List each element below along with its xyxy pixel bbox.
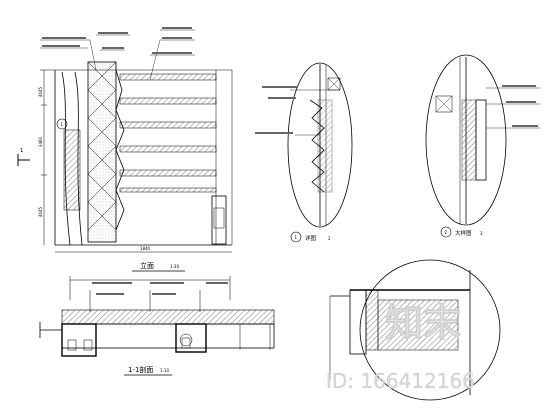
- detail-a-callout: [290, 231, 302, 243]
- detail-b-note-3: [512, 125, 538, 127]
- section-marker-label: 1: [20, 148, 24, 154]
- elevation-view: 4045 3460 4045 1840 1 1 立面 1:30: [17, 27, 233, 272]
- detail-b-view: 2 大样图 3: [425, 54, 540, 238]
- detail-a-note-2: [268, 97, 296, 99]
- elevation-leader-notes: [42, 27, 192, 54]
- detail-b-title: 大样图: [455, 229, 472, 237]
- section-note-4: [152, 293, 176, 295]
- detail-b-note-2: [506, 101, 536, 103]
- detail-a-note-3: [255, 132, 293, 134]
- elevation-title: 立面: [140, 261, 154, 270]
- section-title: 1-1剖面: [128, 365, 153, 374]
- dim-lower: 4045: [38, 206, 43, 217]
- elevation-scale: 1:30: [170, 264, 179, 269]
- watermark-id-text: ID: 166412166: [326, 369, 475, 393]
- detail-b-scale: 3: [480, 231, 483, 236]
- detail-b-callout: [440, 226, 452, 238]
- section-note-5: [206, 282, 228, 284]
- section-marker-left: 1: [17, 148, 30, 166]
- elevation-leaders: [40, 29, 195, 81]
- horizontal-slats: [119, 73, 217, 193]
- detail-b-callout-number: 2: [445, 230, 448, 235]
- enlarged-detail-view: [329, 259, 501, 401]
- elevation-dimensions: 4045 3460 4045 1840: [38, 70, 232, 253]
- section-scale: 1:10: [160, 368, 169, 373]
- detail-a-note-1: [262, 86, 298, 88]
- elevation-callout-number: 1: [61, 122, 64, 127]
- detail-a-title: 详图: [305, 234, 317, 242]
- watermark: 知末 ID: 166412166: [326, 301, 475, 393]
- detail-a-scale: 2: [328, 236, 331, 241]
- dim-bottom: 1840: [140, 246, 151, 251]
- detail-b-note-1: [502, 85, 536, 87]
- section-note-3: [150, 282, 184, 284]
- detail-a-view: 1 详图 2: [255, 62, 353, 243]
- section-note-1: [92, 282, 132, 284]
- section-view: 1-1剖面 1:10: [39, 276, 275, 376]
- section-note-2: [96, 293, 124, 295]
- dim-middle: 3460: [38, 136, 43, 147]
- dim-upper: 4045: [38, 86, 43, 97]
- detail-a-callout-number: 1: [295, 235, 298, 240]
- elevation-callout-circle: [56, 118, 68, 130]
- watermark-logo-text: 知末: [385, 301, 461, 345]
